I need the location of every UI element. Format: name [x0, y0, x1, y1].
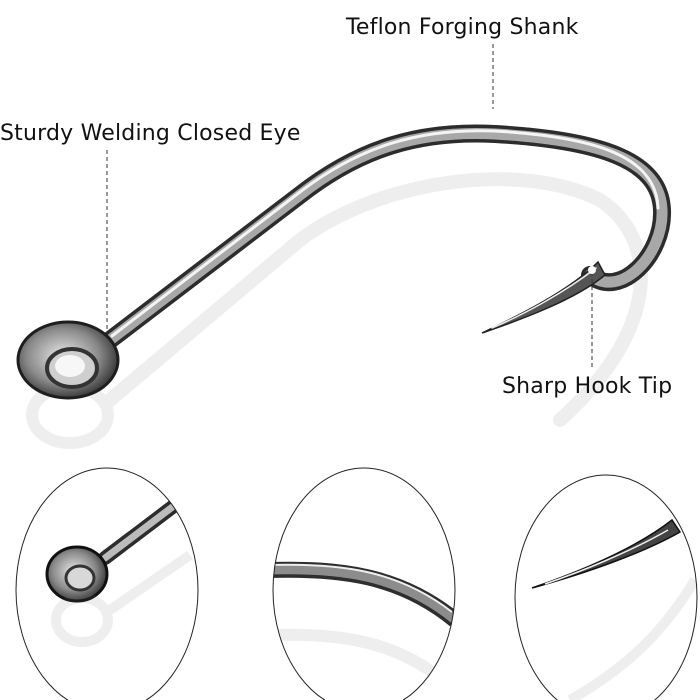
shank-callout-label: Teflon Forging Shank: [346, 15, 579, 40]
eye-detail-view: [15, 467, 199, 700]
shank-callout-dot: [489, 109, 497, 117]
hook-main: [16, 124, 672, 400]
tip-callout-label: Sharp Hook Tip: [502, 374, 673, 399]
shank-detail-view: [272, 467, 456, 700]
tip-callout-dot: [588, 266, 596, 274]
hook-reflection: [26, 172, 648, 449]
eye-callout-label: Sturdy Welding Closed Eye: [0, 121, 301, 146]
callout-lines: [106, 44, 593, 370]
tip-detail-view: [514, 474, 698, 700]
